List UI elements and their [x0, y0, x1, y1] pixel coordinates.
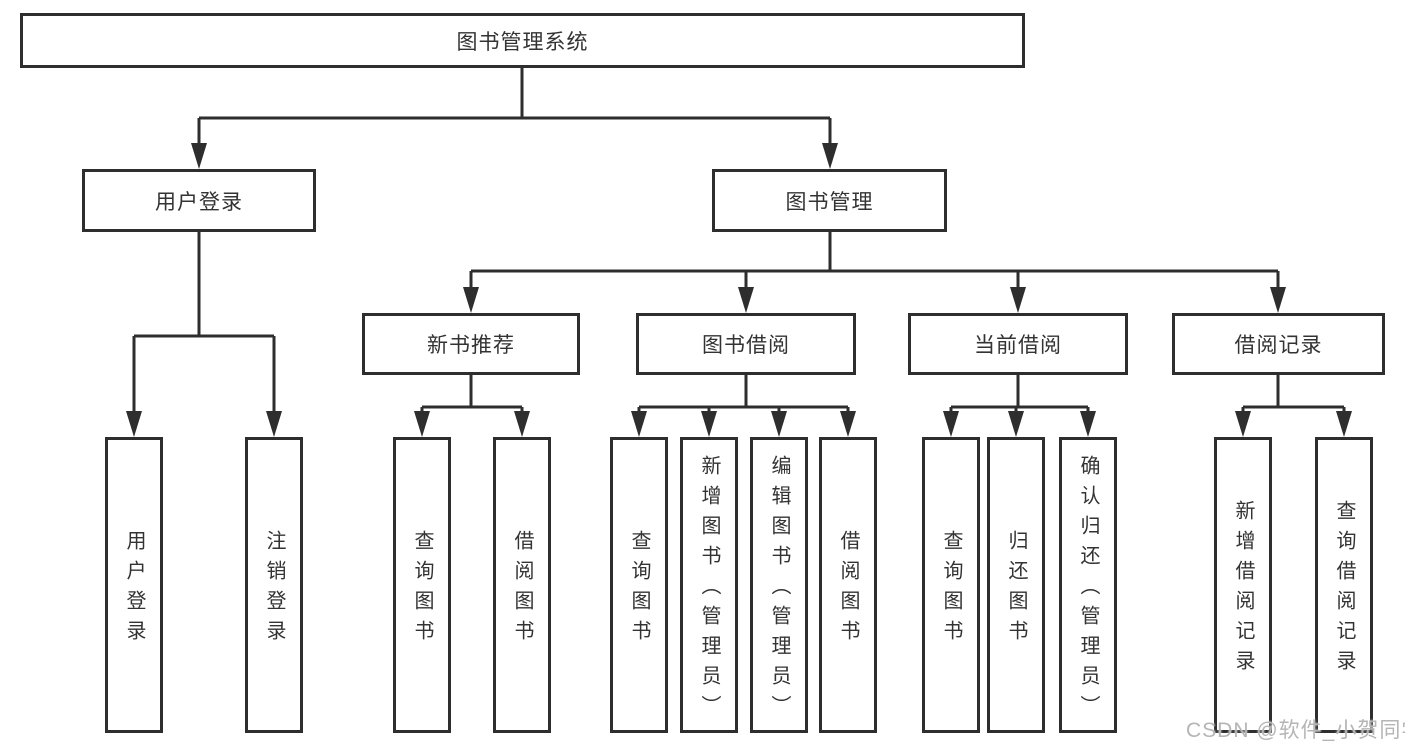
node-book-borrowing: 图书借阅: [636, 313, 856, 375]
node-new-book-recommend: 新书推荐: [362, 313, 580, 375]
leaf-borrowing-borrow-books: 借阅图书: [819, 437, 877, 733]
leaf-label: 查询图书: [411, 530, 433, 650]
leaf-records-add-record: 新增借阅记录: [1214, 437, 1272, 733]
leaf-label: 借阅图书: [837, 530, 859, 650]
leaf-label: 借阅图书: [511, 530, 533, 650]
leaf-logout: 注销登录: [245, 437, 303, 733]
node-current-borrowing: 当前借阅: [908, 313, 1128, 375]
node-library-system: 图书管理系统: [20, 13, 1025, 68]
leaf-label: 注销登录: [263, 530, 285, 650]
leaf-label: 新增借阅记录: [1232, 500, 1254, 680]
node-user-login: 用户登录: [82, 169, 316, 232]
leaf-current-query-books: 查询图书: [922, 437, 980, 733]
node-borrowing-records: 借阅记录: [1172, 313, 1385, 375]
leaf-label: 归还图书: [1005, 530, 1027, 650]
leaf-label: 查询借阅记录: [1333, 500, 1355, 680]
leaf-recommend-borrow-books: 借阅图书: [493, 437, 551, 733]
leaf-borrowing-edit-books-admin: 编辑图书（管理员）: [750, 437, 808, 733]
leaf-label: 确认归还（管理员）: [1077, 455, 1099, 725]
leaf-label: 编辑图书（管理员）: [768, 455, 790, 725]
leaf-current-return-books: 归还图书: [987, 437, 1045, 733]
leaf-label: 查询图书: [628, 530, 650, 650]
leaf-recommend-query-books: 查询图书: [393, 437, 451, 733]
leaf-label: 查询图书: [940, 530, 962, 650]
leaf-records-query-record: 查询借阅记录: [1315, 437, 1373, 733]
node-book-management: 图书管理: [712, 169, 947, 232]
csdn-watermark: CSDN @软件_小贺同学: [1186, 719, 1405, 742]
leaf-label: 新增图书（管理员）: [698, 455, 720, 725]
leaf-borrowing-add-books-admin: 新增图书（管理员）: [680, 437, 738, 733]
leaf-label: 用户登录: [123, 530, 145, 650]
leaf-current-confirm-return-admin: 确认归还（管理员）: [1059, 437, 1117, 733]
leaf-borrowing-query-books: 查询图书: [610, 437, 668, 733]
leaf-user-login: 用户登录: [105, 437, 163, 733]
